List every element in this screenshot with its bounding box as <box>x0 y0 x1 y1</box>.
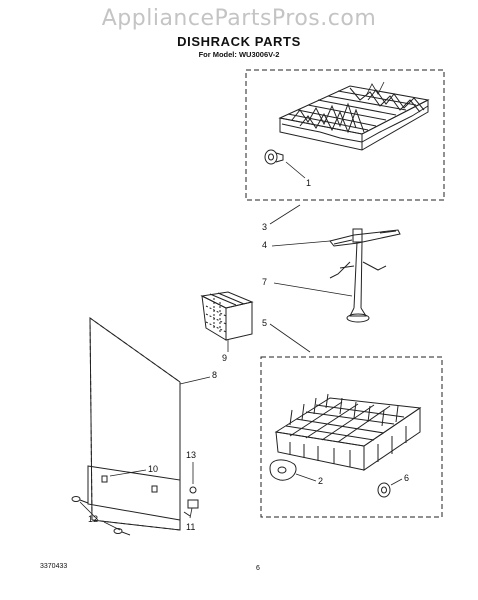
leader-5 <box>269 323 311 353</box>
upper-spray-arm <box>329 228 401 247</box>
leader-1 <box>285 161 306 179</box>
leader-4 <box>271 240 331 247</box>
door-panel <box>89 317 181 531</box>
lower-dishrack <box>274 393 422 471</box>
watermark: AppliancePartsPros.com <box>101 6 377 31</box>
callout-10: 10 <box>148 464 159 474</box>
callout-11: 11 <box>186 522 196 532</box>
callout-1: 1 <box>306 178 312 188</box>
footer-part-number: 3370433 <box>40 563 68 570</box>
leader-12a <box>79 501 99 521</box>
leader-11 <box>189 507 193 519</box>
model-line: For Model: WU3006V-2 <box>198 50 280 59</box>
leader-8 <box>179 376 211 385</box>
leader-6 <box>390 478 403 486</box>
screws <box>71 496 131 536</box>
lower-rack-frame <box>260 356 443 518</box>
rack-roller <box>377 482 391 498</box>
callout-2: 2 <box>318 476 324 486</box>
callout-4: 4 <box>262 240 268 250</box>
upper-dishrack <box>278 81 430 151</box>
callout-13: 13 <box>186 450 197 460</box>
upper-rack-frame <box>245 69 445 201</box>
callout-3: 3 <box>262 222 268 232</box>
spray-tube <box>329 241 387 323</box>
leader-3 <box>269 204 301 225</box>
rack-wheel <box>264 149 284 165</box>
lower-rack-wheel <box>269 459 297 481</box>
footer-page-number: 6 <box>256 565 260 572</box>
access-panel <box>87 465 181 521</box>
callout-5: 5 <box>262 318 268 328</box>
leader-7 <box>273 282 353 297</box>
mounting-hardware <box>183 486 199 517</box>
leader-10 <box>109 469 147 477</box>
callout-12: 12 <box>88 514 99 524</box>
diagram-title: DISHRACK PARTS <box>177 34 301 49</box>
silverware-basket <box>200 291 254 341</box>
callout-6: 6 <box>404 473 410 483</box>
leader-2 <box>295 473 317 482</box>
callout-7: 7 <box>262 277 268 287</box>
callout-9: 9 <box>222 353 228 363</box>
leader-12b <box>103 521 121 531</box>
callout-8: 8 <box>212 370 218 380</box>
